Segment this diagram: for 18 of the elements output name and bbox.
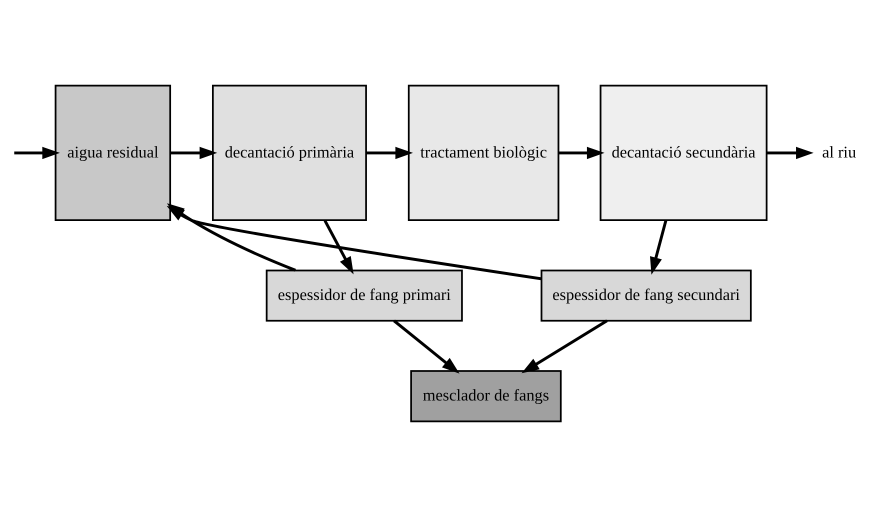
arrow	[14, 146, 60, 160]
arrow	[766, 146, 814, 160]
arrow	[522, 320, 608, 374]
arrow	[558, 146, 605, 160]
node-box: mesclador de fangs	[410, 370, 562, 422]
node-box: espessidor de fang primari	[266, 270, 463, 322]
arrow	[366, 146, 413, 160]
arrow	[393, 320, 460, 374]
node-box: aigua residual	[54, 84, 172, 222]
node-box: espessidor de fang secundari	[540, 270, 752, 322]
arrow	[324, 220, 354, 274]
node-box: decantació secundària	[600, 84, 768, 222]
arrow	[166, 206, 542, 280]
node-text: al riu	[822, 142, 856, 162]
arrow	[170, 146, 218, 160]
node-box: tractament biològic	[408, 84, 560, 222]
arrow	[650, 220, 668, 275]
node-box: decantació primària	[212, 84, 367, 222]
